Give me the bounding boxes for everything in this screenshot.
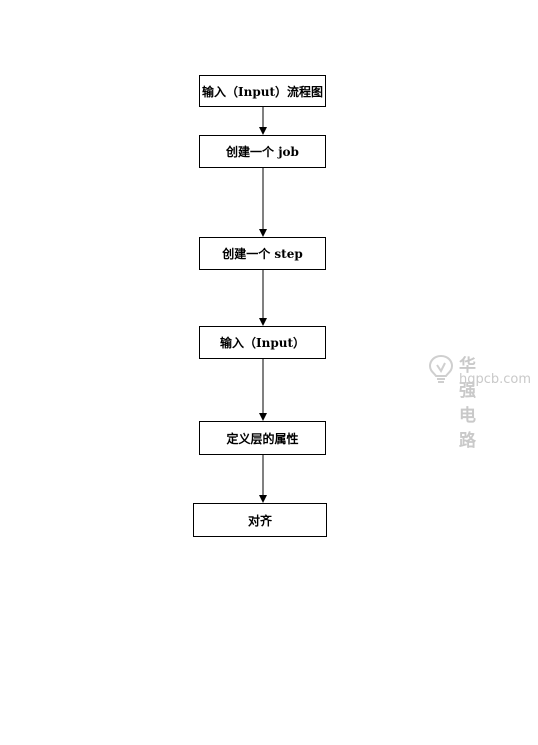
step-label: 创建一个 job <box>226 145 299 159</box>
watermark-title: 华强电路 <box>459 356 477 451</box>
step-define-layer-attributes: 定义层的属性 <box>199 421 326 455</box>
lightbulb-logo-icon <box>428 354 454 383</box>
watermark-url: hqpcb.com <box>459 372 532 387</box>
step-align: 对齐 <box>193 503 327 537</box>
step-label: 输入（Input） <box>220 336 305 350</box>
step-create-step: 创建一个 step <box>199 237 326 270</box>
step-input: 输入（Input） <box>199 326 326 359</box>
step-label: 输入（Input）流程图 <box>202 84 323 99</box>
step-label: 定义层的属性 <box>226 431 299 446</box>
step-label: 创建一个 step <box>222 247 303 261</box>
step-label: 对齐 <box>247 513 272 528</box>
step-create-job: 创建一个 job <box>199 135 326 168</box>
step-input-flowchart: 输入（Input）流程图 <box>199 75 326 107</box>
